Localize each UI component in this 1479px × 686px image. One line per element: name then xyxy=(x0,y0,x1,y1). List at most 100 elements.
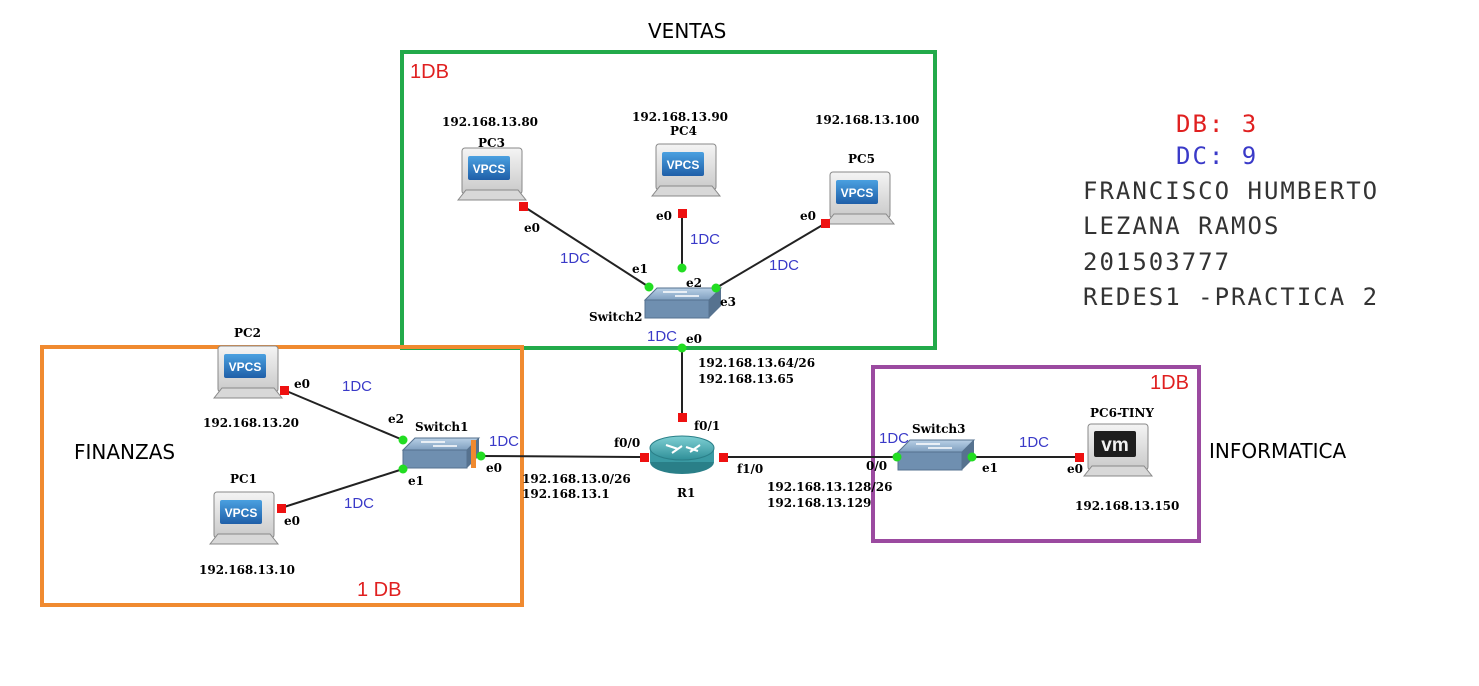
pc4-ip: 192.168.13.90 xyxy=(632,110,729,124)
pc4-node[interactable]: VPCS xyxy=(650,143,722,197)
sw1-e0-label: e0 xyxy=(486,461,502,475)
pc5-port-label: e0 xyxy=(800,209,816,223)
sw2-e1-port-up xyxy=(644,282,654,292)
switch2-node[interactable] xyxy=(643,287,723,319)
informatica-title: INFORMATICA xyxy=(1209,439,1347,463)
pc6-ip: 192.168.13.150 xyxy=(1075,499,1180,513)
pc4-name: PC4 xyxy=(670,124,697,138)
ventas-zone-box xyxy=(400,50,937,350)
pc1-port-label: e0 xyxy=(284,514,300,528)
pc3-port-label: e0 xyxy=(524,221,540,235)
switch1-selection-marker xyxy=(471,440,476,468)
pc1-port-down xyxy=(277,504,286,513)
sw2-e2-port-up xyxy=(677,263,687,273)
pc6-node[interactable]: vm xyxy=(1082,423,1154,477)
sw2-e0-port-up xyxy=(677,343,687,353)
ventas-title: VENTAS xyxy=(648,19,727,43)
switch1-node[interactable] xyxy=(401,437,481,469)
r1-f0-1-label: f0/1 xyxy=(694,419,721,433)
links xyxy=(280,205,1080,509)
link-pc5-switch2 xyxy=(715,222,827,289)
r1-f1-0-port-down xyxy=(719,453,728,462)
sw1-e1-port-up xyxy=(398,464,408,474)
pc5-screen xyxy=(836,180,878,204)
link-pc1-sw1-dc: 1DC xyxy=(344,495,375,512)
sw2-e0-label: e0 xyxy=(686,332,702,346)
r1-node[interactable] xyxy=(649,435,715,474)
switch3-node[interactable] xyxy=(896,439,976,471)
switch2-front xyxy=(644,299,710,319)
pc6-icon-text: vm xyxy=(1101,435,1128,456)
pc1-ip: 192.168.13.10 xyxy=(199,563,296,577)
pc6-port-down xyxy=(1075,453,1084,462)
pc2-node[interactable]: VPCS xyxy=(212,345,284,399)
pc3-icon-text: VPCS xyxy=(473,162,506,176)
informatica-zone-box xyxy=(871,365,1201,543)
pc1-icon-text: VPCS xyxy=(225,506,258,520)
pc1-base xyxy=(208,533,280,545)
link-pc1-switch1 xyxy=(280,468,404,509)
informatica-network: 192.168.13.128/26 xyxy=(767,480,893,494)
pc3-screen xyxy=(468,156,510,180)
sw2-e3-port-up xyxy=(711,283,721,293)
switch3-top xyxy=(896,439,976,453)
switch2-side xyxy=(709,288,721,318)
pc1-name: PC1 xyxy=(230,472,257,486)
ventas-gateway: 192.168.13.65 xyxy=(698,372,795,386)
pc2-icon-text: VPCS xyxy=(229,360,262,374)
pc2-screen xyxy=(224,354,266,378)
sw2-e1-label: e1 xyxy=(632,262,648,276)
finanzas-title: FINANZAS xyxy=(74,440,176,464)
info-line-1: FRANCISCO HUMBERTO xyxy=(1083,177,1380,205)
r1-arrows xyxy=(665,444,701,454)
link-sw1-r1-dc: 1DC xyxy=(489,433,520,450)
sw1-e0-port-up xyxy=(476,451,486,461)
finanzas-gateway: 192.168.13.1 xyxy=(522,487,610,501)
r1-name: R1 xyxy=(677,486,696,500)
r1-f0-0-port-down xyxy=(640,453,649,462)
switch1-arrows xyxy=(421,441,457,447)
r1-body-top xyxy=(649,435,715,461)
link-pc2-switch1 xyxy=(283,389,404,441)
pc3-ip: 192.168.13.80 xyxy=(442,115,539,129)
sw1-e2-label: e2 xyxy=(388,412,404,426)
pc3-node[interactable]: VPCS xyxy=(456,147,528,201)
link-r1-sw3-dc: 1DC xyxy=(879,430,910,447)
sw2-e2-label: e2 xyxy=(686,276,702,290)
switch1-top xyxy=(401,437,481,451)
pc5-base xyxy=(824,213,896,225)
sw3-0-0-port-up xyxy=(892,452,902,462)
finanzas-network: 192.168.13.0/26 xyxy=(522,472,631,486)
pc3-name: PC3 xyxy=(478,136,505,150)
pc2-port-label: e0 xyxy=(294,377,310,391)
pc3-base xyxy=(456,189,528,201)
link-pc3-switch2 xyxy=(522,205,650,288)
pc6-port-label: e0 xyxy=(1067,462,1083,476)
pc4-screen xyxy=(662,152,704,176)
ventas-network: 192.168.13.64/26 xyxy=(698,356,816,370)
sw2-e3-label: e3 xyxy=(720,295,736,309)
switch2-top xyxy=(643,287,723,301)
info-dc-count: DC: 9 xyxy=(1176,142,1259,170)
informatica-db-label: 1DB xyxy=(1150,372,1189,394)
finanzas-zone-box xyxy=(40,345,524,607)
switch1-front xyxy=(402,449,468,469)
pc2-port-down xyxy=(280,386,289,395)
switch3-name: Switch3 xyxy=(912,422,966,436)
sw3-0-0-label: 0/0 xyxy=(866,459,888,473)
pc1-node[interactable]: VPCS xyxy=(208,491,280,545)
link-pc5-sw2-dc: 1DC xyxy=(769,257,800,274)
link-pc3-sw2-dc: 1DC xyxy=(560,250,591,267)
link-sw2-r1-dc: 1DC xyxy=(647,328,678,345)
sw1-e2-port-up xyxy=(398,435,408,445)
link-sw3-pc6-dc: 1DC xyxy=(1019,434,1050,451)
r1-f0-1-port-down xyxy=(678,413,687,422)
pc1-screen xyxy=(220,500,262,524)
pc5-node[interactable]: VPCS xyxy=(824,171,896,225)
pc5-ip: 192.168.13.100 xyxy=(815,113,920,127)
ventas-db-label: 1DB xyxy=(410,61,449,83)
link-pc2-sw1-dc: 1DC xyxy=(342,378,373,395)
pc4-port-down xyxy=(678,209,687,218)
pc5-name: PC5 xyxy=(848,152,875,166)
switch2-arrows xyxy=(663,291,699,297)
